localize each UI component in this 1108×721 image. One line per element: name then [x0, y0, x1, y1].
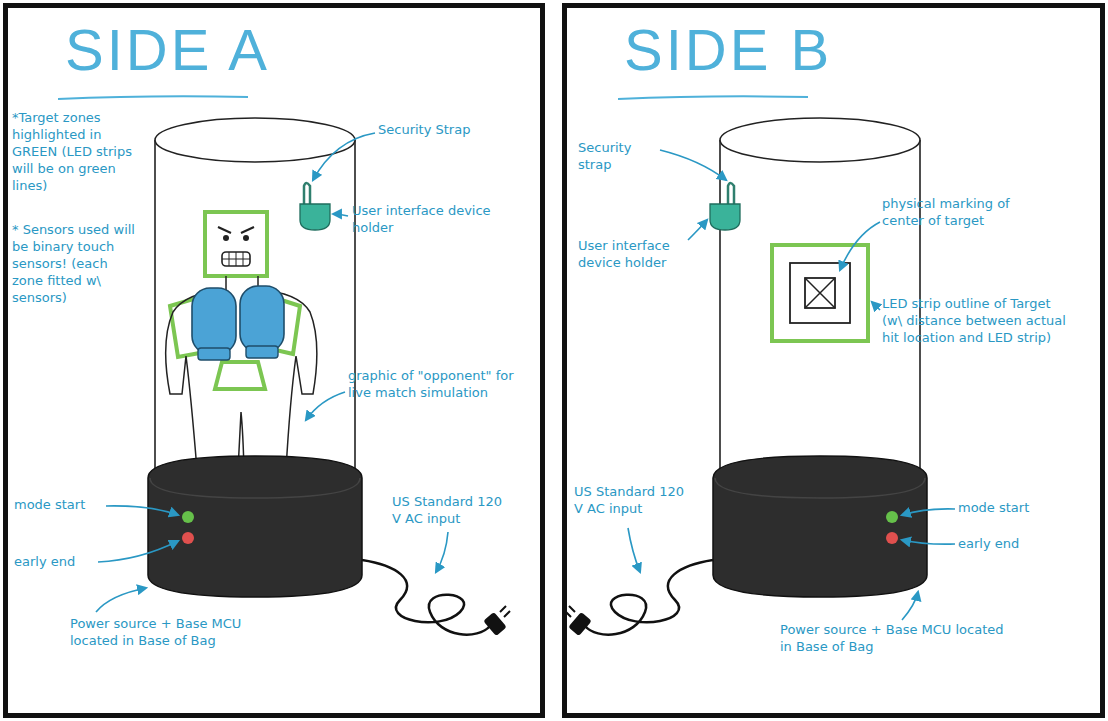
side-panel: SIDE B: [562, 3, 1105, 718]
button-label: early end: [14, 554, 98, 571]
button-label: early end: [958, 536, 1078, 553]
note-text: * Sensors used will be binary touch sens…: [12, 222, 142, 306]
part-label: User interface device holder: [352, 203, 502, 237]
bag-side-b: [565, 118, 955, 636]
note-text: *Target zones highlighted in GREEN (LED …: [12, 110, 142, 194]
title-underline: [58, 96, 248, 99]
part-label: User interface device holder: [578, 238, 688, 272]
part-label: US Standard 120 V AC input: [574, 484, 686, 518]
part-label: graphic of "opponent" for live match sim…: [348, 368, 528, 402]
part-label: Power source + Base MCU located in Base …: [70, 616, 290, 650]
button-label: mode start: [958, 500, 1078, 517]
panel-title: SIDE B: [624, 18, 832, 82]
part-label: US Standard 120 V AC input: [392, 494, 512, 528]
title-underline: [618, 96, 808, 99]
part-label: Power source + Base MCU located in Base …: [780, 622, 1010, 656]
part-label: Security strap: [578, 140, 662, 174]
button-label: mode start: [14, 497, 106, 514]
part-label: Security Strap: [378, 122, 518, 139]
panel-title: SIDE A: [65, 18, 270, 82]
part-label: LED strip outline of Target (w\ distance…: [882, 296, 1072, 347]
part-label: physical marking of center of target: [882, 196, 1042, 230]
